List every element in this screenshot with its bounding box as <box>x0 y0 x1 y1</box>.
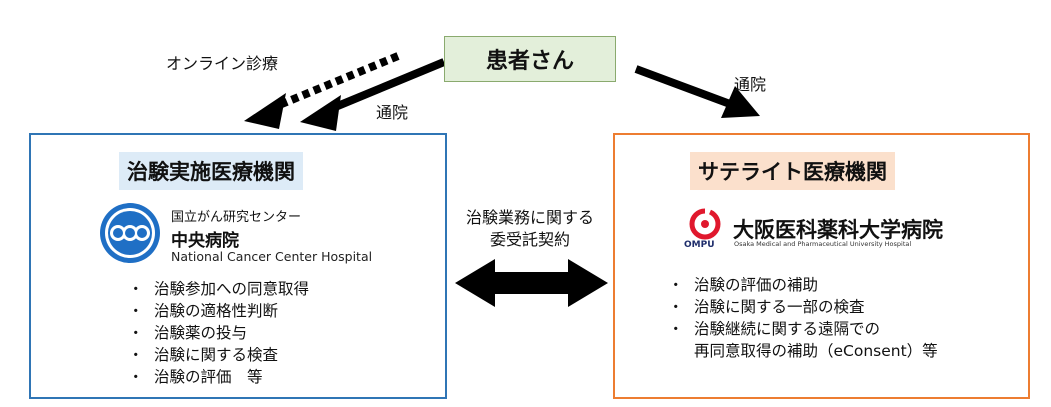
trial-site-task-list: ・治験参加への同意取得 ・治験の適格性判断 ・治験薬の投与 ・治験に関する検査 … <box>128 278 309 388</box>
trial-site-box <box>29 133 447 399</box>
contract-label-line2: 委受託契約 <box>489 230 570 249</box>
list-item: ・治験に関する検査 <box>128 346 279 364</box>
list-item: ・治験継続に関する遠隔での <box>668 320 881 338</box>
list-item: ・治験薬の投与 <box>128 324 248 342</box>
online-arrow-head <box>244 93 286 129</box>
ncc-hospital-name: 中央病院 <box>171 231 239 251</box>
online-arrow <box>270 52 400 112</box>
ompu-logo-icon <box>689 208 721 240</box>
ncc-name-ja: 国立がん研究センター <box>171 210 302 225</box>
trial-site-title: 治験実施医療機関 <box>119 152 303 190</box>
list-item: ・治験の評価の補助 <box>668 276 819 294</box>
ompu-hospital-name: 大阪医科薬科大学病院 <box>733 218 943 242</box>
list-item: 再同意取得の補助（eConsent）等 <box>694 342 938 360</box>
list-item: ・治験に関する一部の検査 <box>668 298 865 316</box>
ompu-abbr: OMPU <box>684 240 715 250</box>
ompu-name-en: Osaka Medical and Pharmaceutical Univers… <box>734 240 912 248</box>
list-item: ・治験の評価 等 <box>128 368 263 386</box>
visit-left-label: 通院 <box>376 103 409 122</box>
visit-arrow-left-head <box>300 95 341 131</box>
contract-label-line1: 治験業務に関する <box>465 208 594 227</box>
list-item: ・治験の適格性判断 <box>128 302 279 320</box>
list-item: ・治験参加への同意取得 <box>128 280 310 298</box>
ncc-name-en: National Cancer Center Hospital <box>171 249 373 264</box>
visit-arrow-right <box>634 65 732 108</box>
ncc-logo-icon <box>100 203 160 263</box>
satellite-box <box>613 133 1030 399</box>
visit-arrow-left <box>326 58 446 114</box>
visit-arrow-right-head <box>721 86 760 118</box>
contract-label: 治験業務に関する 委受託契約 <box>448 207 612 251</box>
patient-box: 患者さん <box>444 36 616 82</box>
online-consultation-label: オンライン診療 <box>166 54 279 73</box>
patient-label: 患者さん <box>485 49 574 74</box>
satellite-title: サテライト医療機関 <box>690 152 895 190</box>
contract-arrow <box>455 259 608 307</box>
satellite-task-list: ・治験の評価の補助 ・治験に関する一部の検査 ・治験継続に関する遠隔での 再同意… <box>668 274 938 362</box>
visit-right-label: 通院 <box>734 75 767 94</box>
